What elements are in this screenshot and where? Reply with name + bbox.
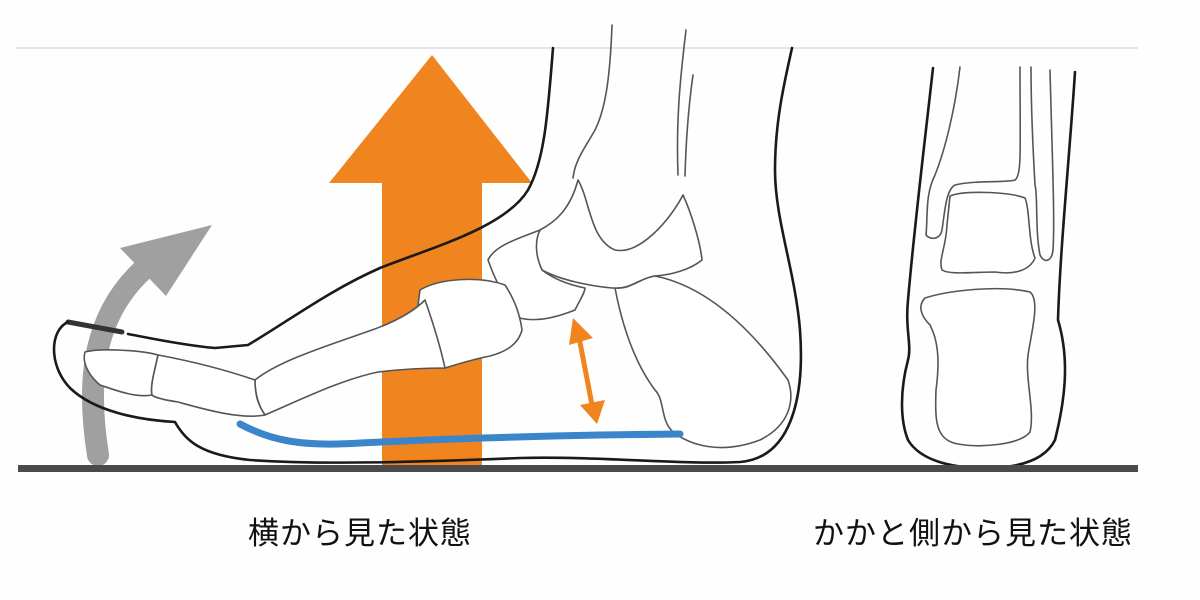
side-view-foot xyxy=(52,24,803,464)
heel-view-foot xyxy=(900,66,1077,470)
heel-view-caption: かかと側から見た状態 xyxy=(813,516,1133,552)
toe-curl-arrow-icon xyxy=(81,225,212,466)
upward-force-arrow-icon xyxy=(329,55,532,465)
side-view-caption: 横から見た状態 xyxy=(248,516,472,552)
arch-height-arrow-icon xyxy=(569,318,605,424)
arch-line xyxy=(236,420,684,448)
ground-line xyxy=(18,465,1138,472)
